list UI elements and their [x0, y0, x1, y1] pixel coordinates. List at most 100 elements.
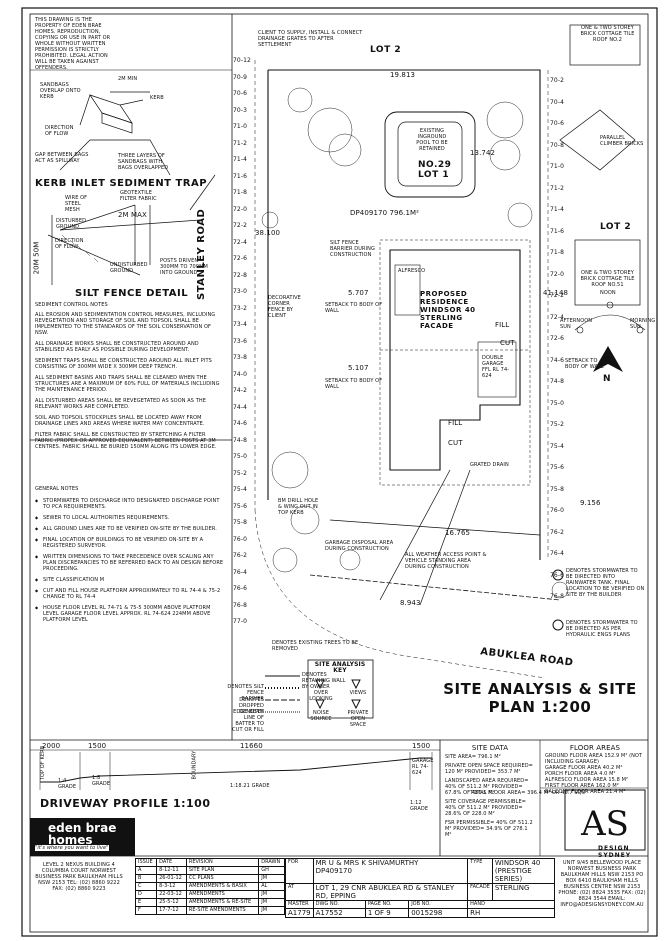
client-note: CLIENT TO SUPPLY, INSTALL & CONNECT DRAI…: [258, 30, 363, 48]
spot-level: 71-6: [233, 172, 248, 180]
revision-cell: 17-7-12: [156, 906, 187, 915]
revision-header: REVISION: [185, 858, 260, 867]
revision-cell: 25-5-12: [156, 898, 187, 907]
sediment-note: SEDIMENT TRAPS SHALL BE CONSTRUCTED AROU…: [35, 358, 212, 370]
lot2-right-label: LOT 2: [600, 222, 632, 232]
spot-level: 74-8: [550, 378, 565, 385]
driveway-dim: 1500: [412, 742, 431, 750]
spot-level: 72-2: [550, 292, 565, 299]
revision-cell: D: [134, 890, 158, 899]
facade-label: FACADE: [467, 883, 493, 901]
site-data: SITE DATA SITE AREA= 796.1 M² PRIVATE OP…: [445, 745, 535, 839]
cut-label: CUT: [500, 339, 515, 347]
spot-level: 72-2: [233, 222, 248, 229]
driveway-dim: 11660: [240, 742, 263, 750]
driveway-grade: 1:4 GRADE: [58, 778, 77, 790]
stanley-road-label: STANLEY ROAD: [196, 208, 207, 300]
legend-batter: DENOTES LINE OF BATTER TO CUT OR FILL: [232, 709, 264, 733]
spot-level: 74-0: [233, 370, 248, 378]
site-address: LOT 1, 29 CNR ABUKLEA RD & STANLEY RD, E…: [312, 883, 469, 901]
kerb-top-label: TOP OF KERB: [40, 745, 47, 781]
legend-dropped: DENOTES DROPPED EDGE BEAM: [233, 697, 264, 715]
sun-afternoon: AFTERNOON SUN: [560, 318, 593, 330]
revision-cell: F: [134, 906, 158, 915]
spot-level: 72-0: [233, 205, 248, 213]
general-note: SITE CLASSIFICATION M: [35, 577, 225, 583]
silt-max: 2M MAX: [118, 211, 147, 219]
grated-drain-note: GRATED DRAIN: [470, 462, 509, 468]
floor-area-item: BALCONY FLOOR AREA 21.4 M²: [545, 789, 626, 795]
sun-noon: NOON: [600, 290, 616, 296]
setback-note: SETBACK TO BODY OF WALL: [325, 302, 383, 314]
revision-cell: CC PLANS: [185, 874, 260, 883]
fill-label: FILL: [495, 321, 510, 329]
spot-level: 73-6: [233, 337, 248, 345]
setback-note: SETBACK TO BODY OF WALL: [565, 358, 604, 370]
site-area: SITE AREA= 796.1 M²: [445, 754, 501, 760]
spot-level: 75-4: [233, 486, 248, 493]
sediment-note: FILTER FABRIC SHALL BE CONSTRUCTED BY ST…: [35, 432, 217, 450]
spot-level: 75-6: [233, 502, 248, 510]
spot-level: 75-8: [550, 485, 565, 493]
spot-level: 70-9: [233, 73, 248, 81]
lot2-top-label: LOT 2: [370, 45, 402, 55]
spot-level: 76-2: [550, 528, 565, 536]
sediment-note: ALL EROSION AND SEDIMENTATION CONTROL ME…: [35, 312, 216, 336]
spot-level: 76-8: [550, 593, 565, 600]
client-name-text: MR U & MRS K SHIVAMURTHY: [315, 859, 419, 867]
spot-level: 76-4: [550, 550, 565, 557]
spot-level: 71-6: [550, 227, 565, 235]
bm-note: BM DRILL HOLE & WING OUT IN TOP KERB: [278, 498, 319, 516]
pool-label: EXISTING INGROUND POOL TO BE RETAINED: [416, 128, 448, 152]
lot-title: NO.29 LOT 1: [418, 160, 452, 180]
spot-level: 70-4: [550, 98, 565, 106]
master-label: MASTER: [285, 900, 314, 909]
revision-cell: RE-SITE AMENDMENTS: [185, 906, 260, 915]
type-value: WINDSOR 40(PRESTIGE SERIES): [491, 858, 556, 884]
dwg-value: A17552: [312, 908, 366, 918]
revision-cell: 8-12-11: [156, 866, 187, 875]
spot-level: 70-12: [233, 57, 251, 64]
trees-note: DENOTES EXISTING TREES TO BE REMOVED: [272, 640, 359, 652]
spot-level: 74-6: [233, 420, 248, 427]
revision-header: DRAWN: [258, 858, 285, 867]
garbage-note: GARBAGE DISPOSAL AREA DURING CONSTRUCTIO…: [325, 540, 394, 552]
revision-cell: 26-01-12: [156, 874, 187, 883]
revision-cell: A: [134, 866, 158, 875]
general-note: SEWER TO LOCAL AUTHORITIES REQUIREMENTS.: [35, 515, 225, 521]
revision-header: DATE: [156, 858, 187, 867]
at-label: AT: [285, 883, 314, 901]
spot-level: 73-2: [233, 304, 248, 312]
type-label: TYPE: [467, 858, 493, 884]
silt-posts: POSTS DRIVEN 300MM TO 700MM INTO GROUND: [160, 258, 208, 276]
spot-level: 70-3: [233, 106, 248, 114]
spot-level: 76-8: [233, 601, 248, 609]
sediment-notes-title: SEDIMENT CONTROL NOTES: [35, 302, 108, 308]
revision-cell: C: [134, 882, 158, 891]
master-value: A1779: [285, 908, 314, 918]
spot-level: 77-0: [233, 618, 248, 625]
general-note: STORMWATER TO DISCHARGE INTO DESIGNATED …: [35, 498, 225, 510]
spot-level: 71-0: [233, 123, 248, 130]
spot-level: 73-0: [233, 288, 248, 295]
brick-top-label: ONE & TWO STOREY BRICK COTTAGE TILE ROOF…: [580, 25, 635, 43]
alfresco-label: ALFRESCO: [398, 268, 426, 274]
spot-level: 73-4: [233, 321, 248, 328]
driveway-dim: 2000: [42, 742, 61, 750]
revision-cell: GH: [258, 866, 285, 875]
sediment-note: SOIL AND TOPSOIL STOCKPILES SHALL BE LOC…: [35, 415, 205, 427]
spot-level: 75-2: [233, 469, 248, 477]
stormwater-note: DENOTES STORMWATER TO BE DIRECTED AS PER…: [566, 620, 638, 638]
key-item: VIEWS: [349, 690, 367, 696]
dp-label: DP409170 796.1M²: [350, 209, 420, 217]
key-item: OVER LOOKING: [309, 690, 333, 702]
page-label: PAGE NO.: [364, 900, 410, 909]
spot-level: 70-6: [550, 120, 565, 127]
spot-level: 71-2: [233, 139, 248, 147]
silt-dim: 20M 50M: [32, 241, 41, 275]
kerb-sandbags: SANDBAGS OVERLAP ONTO KERB: [40, 82, 81, 100]
floor-area-item: ALFRESCO FLOOR AREA 15.8 M²: [545, 777, 629, 783]
